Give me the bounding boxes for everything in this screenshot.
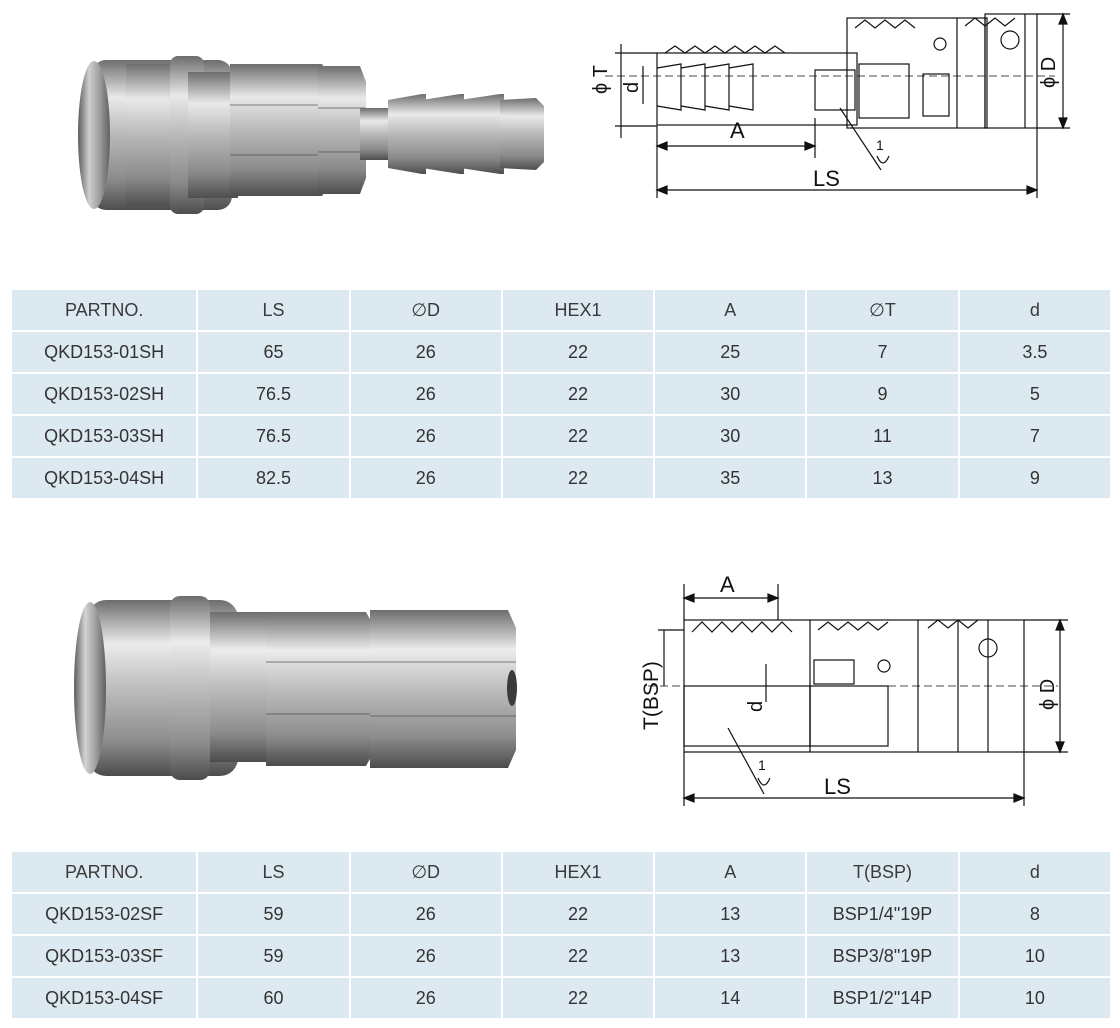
column-header-partno: PARTNO. [12,852,197,894]
column-header-ls: LS [198,290,349,332]
dim-label-a: A [730,118,745,143]
cell-d-diameter: 26 [350,332,501,374]
cell-d-diameter: 26 [350,374,501,416]
table-row: QKD153-03SF 59 26 22 13 BSP3/8"19P 10 [12,936,1110,978]
table-row: QKD153-02SH 76.5 26 22 30 9 5 [12,374,1110,416]
cell-d: 3.5 [959,332,1110,374]
column-header-d-diameter: ∅D [350,290,501,332]
cell-a: 25 [655,332,806,374]
table-header-row: PARTNO. LS ∅D HEX1 A T(BSP) d [12,852,1110,894]
spec-table-sh: PARTNO. LS ∅D HEX1 A ∅T d QKD153-01SH 65… [10,290,1112,500]
cell-partno: QKD153-01SH [12,332,197,374]
cell-ls: 59 [198,936,349,978]
dim-label-a: A [720,572,735,597]
column-header-hex1: HEX1 [502,290,654,332]
cell-partno: QKD153-04SF [12,978,197,1020]
cell-partno: QKD153-03SF [12,936,197,978]
column-header-d-diameter: ∅D [350,852,501,894]
column-header-a: A [655,852,806,894]
cell-d: 10 [959,936,1110,978]
cell-t-bsp: BSP1/4"19P [807,894,958,936]
cell-partno: QKD153-02SF [12,894,197,936]
cell-hex1: 22 [502,332,654,374]
dim-label-phi-t: ϕ T [590,65,612,94]
technical-drawing-hose-barb: ϕ T d A LS ϕ D 1 [590,12,1070,198]
table-row: QKD153-01SH 65 26 22 25 7 3.5 [12,332,1110,374]
column-header-t-bsp: T(BSP) [807,852,958,894]
cell-d-diameter: 26 [350,978,501,1020]
cell-hex1: 22 [502,416,654,458]
cell-t-diameter: 13 [807,458,958,500]
table-row: QKD153-03SH 76.5 26 22 30 11 7 [12,416,1110,458]
cell-t-diameter: 11 [807,416,958,458]
cell-ls: 60 [198,978,349,1020]
cell-d: 10 [959,978,1110,1020]
cell-d-diameter: 26 [350,458,501,500]
column-header-partno: PARTNO. [12,290,197,332]
table-row: QKD153-04SF 60 26 22 14 BSP1/2"14P 10 [12,978,1110,1020]
dim-label-hex1: 1 [758,757,766,773]
cell-partno: QKD153-04SH [12,458,197,500]
dim-label-phi-d: ϕ D [1038,57,1060,88]
table-row: QKD153-02SF 59 26 22 13 BSP1/4"19P 8 [12,894,1110,936]
cell-partno: QKD153-02SH [12,374,197,416]
cell-hex1: 22 [502,978,654,1020]
cell-t-diameter: 7 [807,332,958,374]
spec-table-sf: PARTNO. LS ∅D HEX1 A T(BSP) d QKD153-02S… [10,852,1112,1020]
cell-a: 30 [655,374,806,416]
dim-label-d: d [745,701,767,712]
dim-label-hex1: 1 [876,137,884,153]
cell-a: 14 [655,978,806,1020]
cell-d: 7 [959,416,1110,458]
column-header-ls: LS [198,852,349,894]
dim-label-phi-d: ϕ D [1037,679,1059,710]
cell-t-bsp: BSP3/8"19P [807,936,958,978]
cell-ls: 76.5 [198,416,349,458]
table-header-row: PARTNO. LS ∅D HEX1 A ∅T d [12,290,1110,332]
cell-t-diameter: 9 [807,374,958,416]
cell-a: 30 [655,416,806,458]
column-header-d: d [959,290,1110,332]
column-header-hex1: HEX1 [502,852,654,894]
cell-hex1: 22 [502,374,654,416]
dim-label-ls: LS [824,774,851,799]
column-header-a: A [655,290,806,332]
cell-a: 13 [655,894,806,936]
dim-label-d: d [621,82,643,93]
cell-a: 35 [655,458,806,500]
cell-partno: QKD153-03SH [12,416,197,458]
technical-drawing-female-thread: T(BSP) d A LS ϕ D 1 [640,572,1068,806]
column-header-d: d [959,852,1110,894]
cell-d: 8 [959,894,1110,936]
cell-hex1: 22 [502,894,654,936]
cell-d: 5 [959,374,1110,416]
coupler-photo-hose-barb [78,56,544,214]
cell-ls: 65 [198,332,349,374]
cell-hex1: 22 [502,458,654,500]
cell-d-diameter: 26 [350,416,501,458]
table-row: QKD153-04SH 82.5 26 22 35 13 9 [12,458,1110,500]
cell-d: 9 [959,458,1110,500]
cell-ls: 82.5 [198,458,349,500]
cell-ls: 76.5 [198,374,349,416]
dim-label-ls: LS [813,166,840,191]
column-header-t-diameter: ∅T [807,290,958,332]
cell-ls: 59 [198,894,349,936]
cell-d-diameter: 26 [350,894,501,936]
dim-label-t-bsp: T(BSP) [640,661,663,730]
cell-a: 13 [655,936,806,978]
coupler-photo-female-thread [74,596,517,780]
cell-t-bsp: BSP1/2"14P [807,978,958,1020]
cell-hex1: 22 [502,936,654,978]
cell-d-diameter: 26 [350,936,501,978]
